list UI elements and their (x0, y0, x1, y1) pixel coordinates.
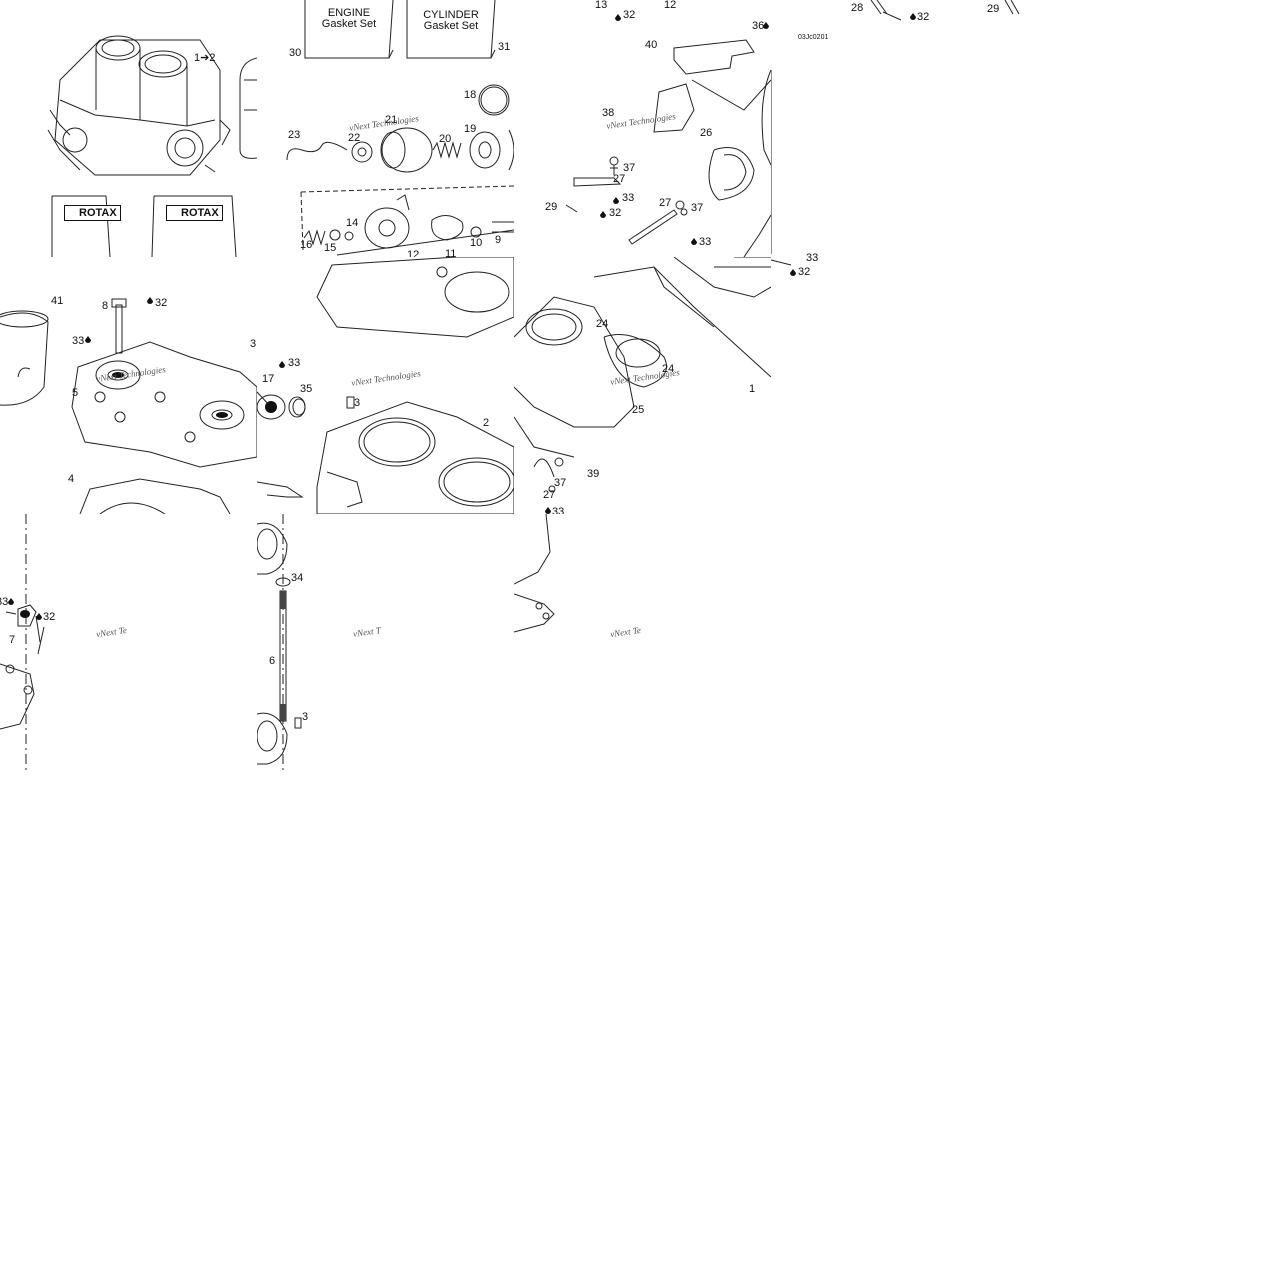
callout-15: 15 (324, 242, 337, 254)
cylinder-illustration (257, 257, 514, 514)
callout-5: 5 (72, 387, 79, 399)
callout-1: 1 (749, 383, 756, 395)
callout-36: 36 (752, 20, 765, 32)
tile-nut-detail: 33 32 7 vNext Te (0, 514, 257, 771)
callout-18: 18 (464, 89, 477, 101)
callout-32: 32 (609, 207, 622, 219)
gasket-plate-illustration (514, 514, 555, 633)
callout-12: 12 (664, 0, 677, 11)
callout-13: 13 (595, 0, 608, 11)
callout-32: 32 (623, 9, 636, 21)
callout-32: 32 (155, 297, 168, 309)
callout-21: 21 (385, 114, 398, 126)
callout-37: 37 (623, 162, 636, 174)
drawing-code: 03Jc0201 (798, 34, 829, 41)
engine-gasket-set-label: ENGINE Gasket Set (321, 7, 377, 30)
callout-20: 20 (439, 133, 452, 145)
cylinder-head-illustration (0, 297, 257, 514)
tile-gasket-plate: vNext Te (514, 514, 771, 771)
callout-32: 32 (43, 611, 56, 623)
callout-9: 9 (495, 234, 502, 246)
callout-30: 30 (289, 47, 302, 59)
callout-1-to-2: 1➔2 (194, 52, 216, 64)
callout-19: 19 (464, 123, 477, 135)
callout-33: 33 (552, 506, 565, 515)
nut-illustration (0, 514, 45, 771)
tile-exhaust-manifold: 33 24 24 25 39 37 27 33 1 vNext Technolo… (514, 257, 771, 514)
tile-gasket-sets: ENGINE Gasket Set CYLINDER Gasket Set 30… (257, 0, 514, 257)
callout-27: 27 (543, 489, 556, 501)
callout-17: 17 (262, 373, 275, 385)
bolt-illustration (771, 0, 1020, 276)
tile-stud-detail: 34 6 3 vNext T (257, 514, 514, 771)
rave-valve-illustration (286, 0, 514, 256)
callout-10: 10 (470, 237, 483, 249)
tile-exhaust-side: 13 32 12 36 40 38 26 37 27 33 29 32 27 3… (514, 0, 771, 257)
callout-3: 3 (302, 711, 309, 723)
callout-29: 29 (987, 3, 1000, 15)
callout-33: 33 (72, 335, 85, 347)
exhaust-manifold-illustration (514, 257, 771, 514)
callout-33: 33 (0, 596, 9, 608)
stud-illustration (257, 514, 302, 771)
callout-25: 25 (632, 404, 645, 416)
rotax-logo: ROTAX (64, 205, 121, 221)
callout-39: 39 (587, 468, 600, 480)
cylinder-top-illustration (565, 14, 771, 257)
callout-26: 26 (700, 127, 713, 139)
tile-far-right: 28 32 29 03Jc0201 33 32 (771, 0, 1041, 280)
callout-31: 31 (498, 41, 511, 53)
callout-8: 8 (102, 300, 109, 312)
callout-3: 3 (354, 397, 361, 409)
callout-22: 22 (348, 132, 361, 144)
callout-6: 6 (269, 655, 276, 667)
callout-29: 29 (545, 201, 558, 213)
callout-32: 32 (917, 11, 930, 23)
callout-27: 27 (613, 173, 626, 185)
callout-12: 12 (407, 249, 420, 258)
tile-cylinder-head: 41 8 32 33 5 4 3 vNext Technologies (0, 257, 257, 514)
callout-37: 37 (691, 202, 704, 214)
callout-16: 16 (300, 239, 313, 251)
callout-27: 27 (659, 197, 672, 209)
callout-38: 38 (602, 107, 615, 119)
callout-32: 32 (798, 266, 811, 278)
tile-engine-overview: 1➔2 ROTAX ROTAX (0, 0, 257, 257)
callout-33: 33 (699, 236, 712, 248)
callout-7: 7 (9, 634, 16, 646)
callout-37: 37 (554, 477, 567, 489)
callout-24: 24 (596, 318, 609, 330)
callout-28: 28 (851, 2, 864, 14)
callout-34: 34 (291, 572, 304, 584)
callout-24: 24 (662, 363, 675, 375)
callout-14: 14 (346, 217, 359, 229)
rotax-logo: ROTAX (166, 205, 223, 221)
callout-33: 33 (806, 252, 819, 264)
callout-33: 33 (288, 357, 301, 369)
cylinder-gasket-set-label: CYLINDER Gasket Set (423, 9, 479, 32)
callout-40: 40 (645, 39, 658, 51)
tile-cylinder: 33 17 35 3 2 vNext Technologies (257, 257, 514, 514)
callout-33: 33 (622, 192, 635, 204)
callout-23: 23 (288, 129, 301, 141)
callout-2: 2 (483, 417, 490, 429)
callout-11: 11 (445, 248, 457, 258)
callout-41: 41 (51, 295, 64, 307)
callout-35: 35 (300, 383, 313, 395)
callout-4: 4 (68, 473, 75, 485)
callout-3: 3 (250, 338, 257, 350)
